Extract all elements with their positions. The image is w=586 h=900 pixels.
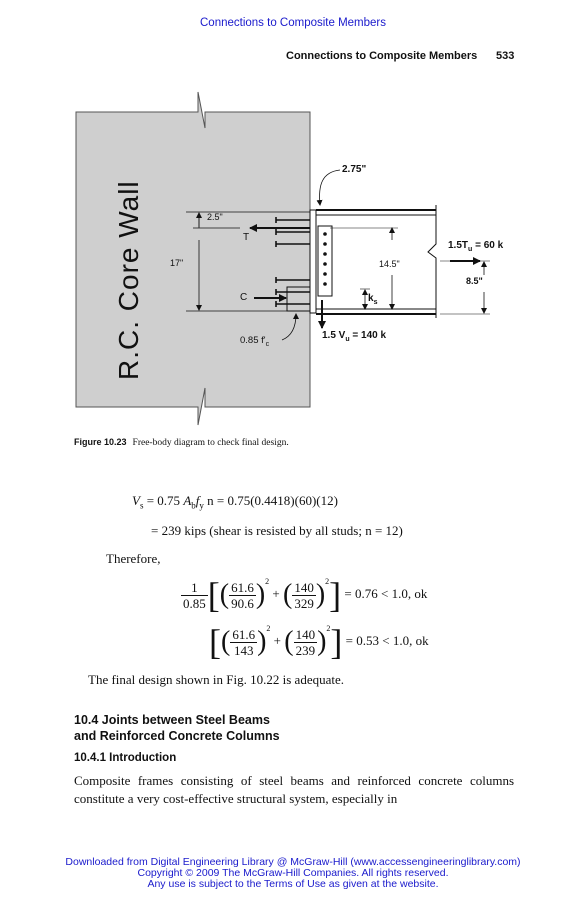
shear-label: 1.5 Vu = 140 k bbox=[322, 330, 387, 343]
dim-2-5: 2.5" bbox=[207, 212, 223, 222]
label-t: T bbox=[243, 232, 250, 243]
wall-label: R.C. Core Wall bbox=[113, 180, 144, 380]
label-ks: ks bbox=[368, 293, 378, 306]
footer-copyright[interactable]: Copyright © 2009 The McGraw-Hill Compani… bbox=[137, 867, 449, 879]
label-c: C bbox=[240, 292, 248, 303]
dim-14-5: 14.5" bbox=[379, 259, 400, 269]
footer-terms[interactable]: Any use is subject to the Terms of Use a… bbox=[147, 878, 439, 890]
conclusion-text: The final design shown in Fig. 10.22 is … bbox=[88, 672, 344, 687]
section-title: 10.4 Joints between Steel Beams and Rein… bbox=[74, 713, 280, 743]
dim-17: 17" bbox=[170, 258, 184, 268]
body-paragraph: Composite frames consisting of steel bea… bbox=[74, 773, 514, 806]
tension-label: 1.5Tu = 60 k bbox=[448, 240, 504, 253]
equation-line-1: Vs = 0.75 Abfy n = 0.75(0.4418)(60)(12) bbox=[132, 493, 338, 511]
top-link[interactable]: Connections to Composite Members bbox=[200, 17, 386, 29]
page-number: 533 bbox=[496, 50, 515, 62]
free-body-diagram bbox=[75, 91, 490, 426]
footer-download-link[interactable]: Downloaded from Digital Engineering Libr… bbox=[65, 856, 521, 868]
dim-8-5: 8.5" bbox=[466, 276, 483, 286]
running-head: Connections to Composite Members bbox=[286, 50, 478, 62]
dim-2-75: 2.75" bbox=[342, 164, 367, 175]
core-wall bbox=[75, 91, 311, 426]
subsection-title: 10.4.1 Introduction bbox=[74, 752, 177, 764]
equation-line-2: = 239 kips (shear is resisted by all stu… bbox=[151, 523, 403, 538]
therefore-text: Therefore, bbox=[106, 551, 161, 566]
fc-label: 0.85 f'c bbox=[240, 335, 270, 348]
